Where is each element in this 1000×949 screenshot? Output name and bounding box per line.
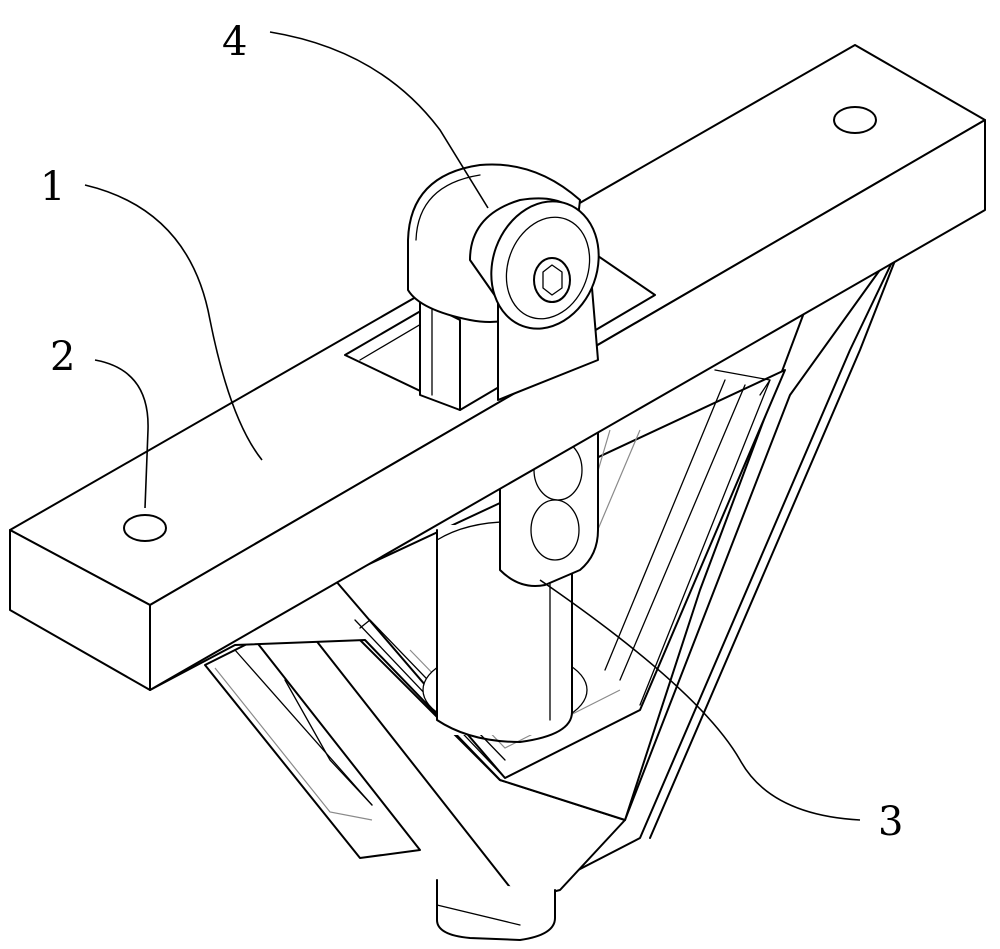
- leader-lines: [84, 31, 861, 821]
- label-part-1: 1: [40, 164, 65, 210]
- label-part-2: 2: [50, 334, 75, 380]
- mounting-hole-right: [833, 106, 877, 134]
- leader-4: [269, 31, 489, 209]
- leader-2: [94, 359, 149, 509]
- mounting-hole-left: [123, 514, 167, 542]
- leader-1: [84, 184, 263, 461]
- leader-3: [539, 579, 861, 821]
- roller-assembly: [407, 163, 600, 411]
- label-part-3: 3: [878, 799, 903, 845]
- label-part-4: 4: [222, 19, 247, 65]
